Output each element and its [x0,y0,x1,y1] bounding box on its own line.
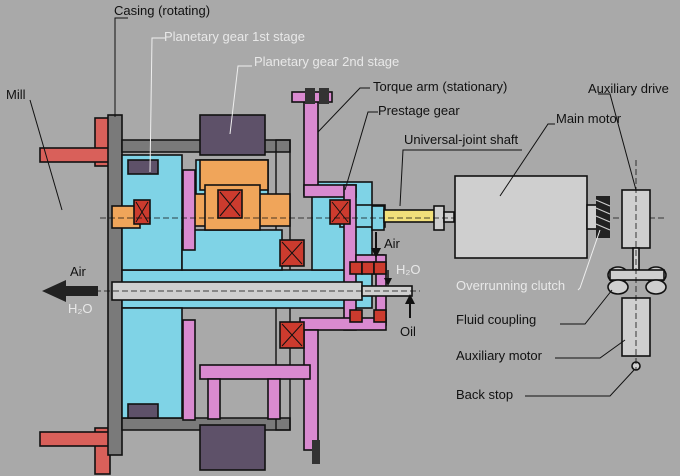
label-planetary-gear-2nd-stage: Planetary gear 2nd stage [254,54,399,69]
label-universal-joint-shaft: Universal-joint shaft [404,132,519,147]
label-overrunning-clutch: Overrunning clutch [456,278,565,293]
label-torque-arm: Torque arm (stationary) [373,79,507,94]
label-air-outlet: Air [70,264,87,279]
label-mill: Mill [6,87,26,102]
label-h2o-outlet: H₂O [68,301,93,316]
universal-joint-shaft [100,205,665,231]
label-casing: Casing (rotating) [114,3,210,18]
label-air-inlet: Air [384,236,401,251]
planet-gears [133,159,387,349]
label-planetary-gear-1st-stage: Planetary gear 1st stage [164,29,305,44]
label-h2o-inlet: H₂O [396,262,421,277]
main-motor [454,175,611,259]
labels: Casing (rotating) Planetary gear 1st sta… [6,3,669,402]
label-main-motor: Main motor [556,111,622,126]
label-auxiliary-drive: Auxiliary drive [588,81,669,96]
label-oil: Oil [400,324,416,339]
auxiliary-drive [607,160,667,371]
label-auxiliary-motor: Auxiliary motor [456,348,543,363]
label-prestage-gear: Prestage gear [378,103,460,118]
label-fluid-coupling: Fluid coupling [456,312,536,327]
central-shaft [95,281,420,301]
label-back-stop: Back stop [456,387,513,402]
flow-arrows [42,232,415,318]
